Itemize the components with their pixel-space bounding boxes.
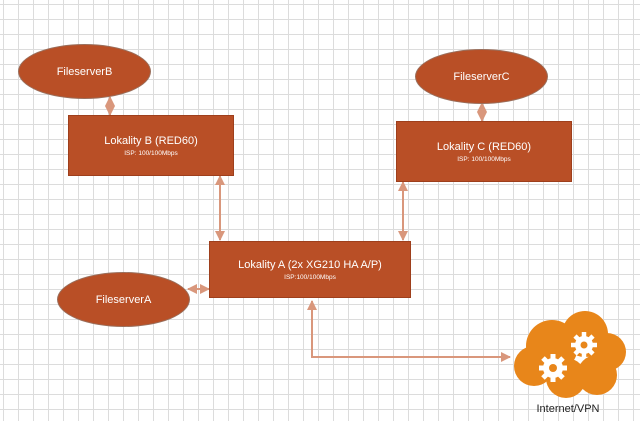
lokality-a-label: Lokality A (2x XG210 HA A/P) bbox=[238, 258, 382, 271]
fileserver-a-node[interactable]: FileserverA bbox=[57, 272, 190, 327]
lokality-a-node[interactable]: Lokality A (2x XG210 HA A/P) ISP:100/100… bbox=[209, 241, 411, 298]
lokality-a-isp: ISP:100/100Mbps bbox=[284, 273, 336, 281]
lokality-c-isp: ISP: 100/100Mbps bbox=[457, 155, 511, 163]
internet-vpn-label: Internet/VPN bbox=[536, 403, 600, 415]
fileserver-b-node[interactable]: FileserverB bbox=[18, 44, 151, 99]
lokality-b-node[interactable]: Lokality B (RED60) ISP: 100/100Mbps bbox=[68, 115, 234, 176]
arrow-lokalitya-internet bbox=[307, 300, 511, 362]
fileserver-b-label: FileserverB bbox=[56, 65, 113, 78]
lokality-c-label: Lokality C (RED60) bbox=[436, 140, 532, 153]
fileserver-c-label: FileserverC bbox=[453, 70, 510, 83]
fileserver-c-node[interactable]: FileserverC bbox=[415, 49, 548, 104]
fileserver-a-label: FileserverA bbox=[95, 293, 152, 306]
lokality-c-node[interactable]: Lokality C (RED60) ISP: 100/100Mbps bbox=[396, 121, 572, 182]
lokality-b-label: Lokality B (RED60) bbox=[104, 134, 198, 147]
lokality-b-isp: ISP: 100/100Mbps bbox=[124, 149, 178, 157]
